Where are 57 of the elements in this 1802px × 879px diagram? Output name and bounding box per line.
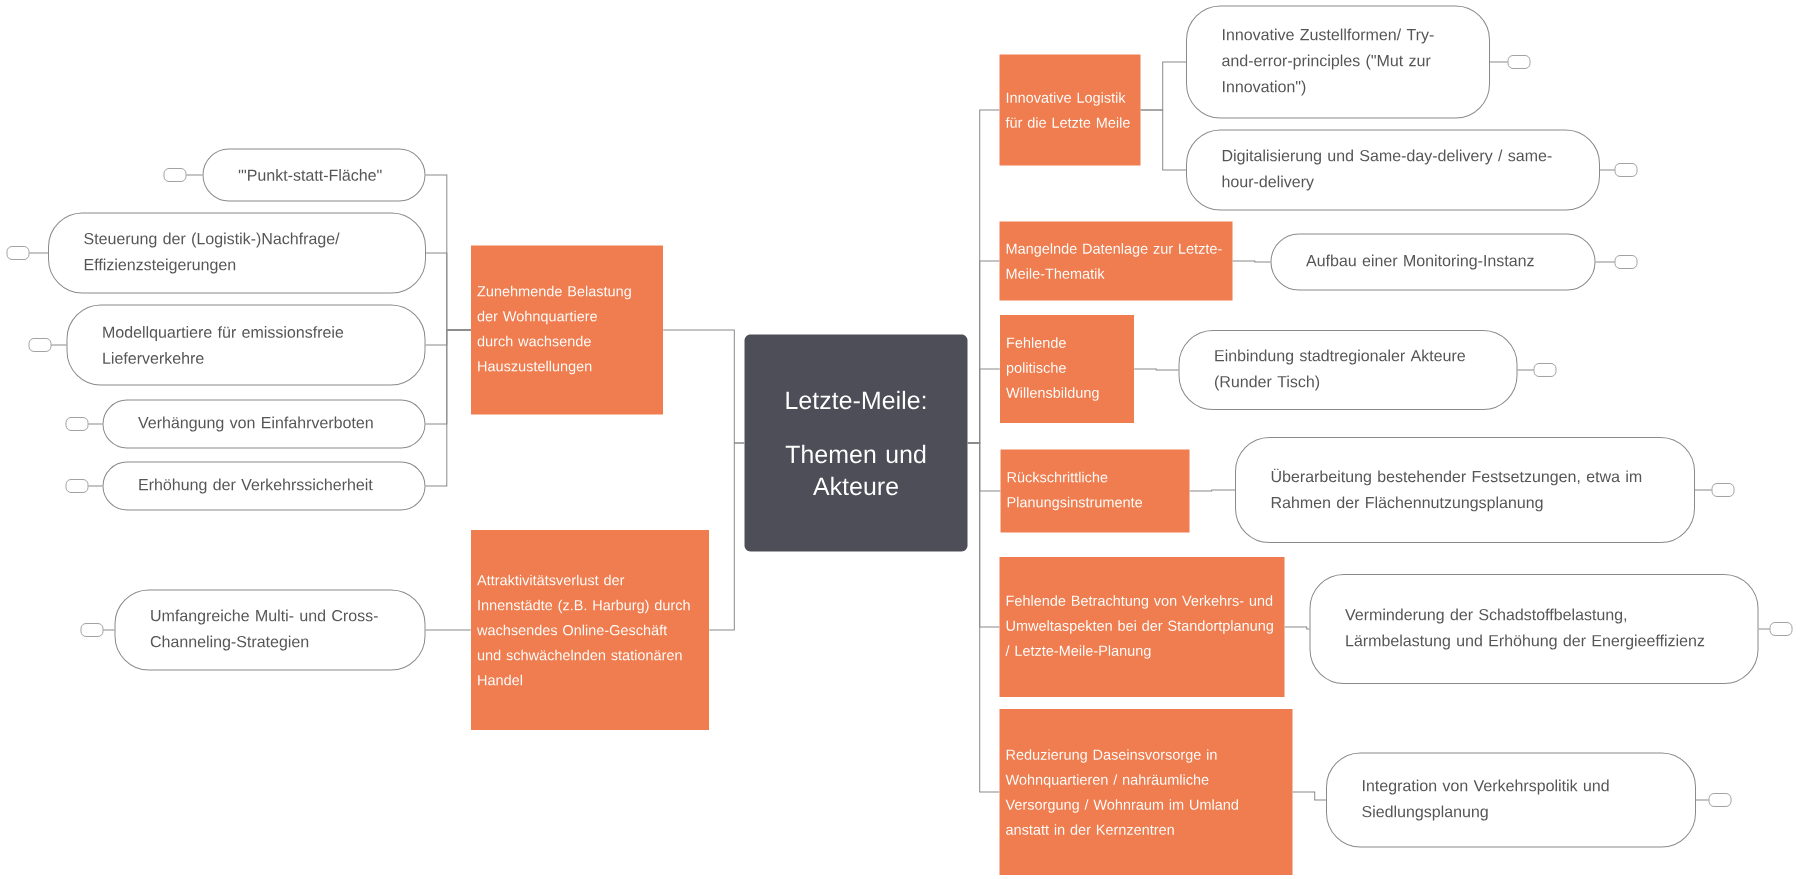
topic-box: Fehlende Betrachtung von Verkehrs- und Umweltaspekten bei der Standortplanung / Letzte-Meile-Planung [999, 557, 1285, 697]
count-badge [1708, 793, 1732, 807]
connector [1595, 261, 1616, 263]
connector [1489, 61, 1509, 63]
topic-box: Reduzierung Daseinsvorsorge in Wohnquartieren / nahräumliche Versorgung / Wohnraum im Umland anstatt in der Kernzentren [999, 709, 1293, 875]
subtopic-box: Erhöhung der Verkehrssicherheit [102, 461, 426, 511]
connector [1758, 628, 1771, 630]
count-badge [28, 338, 52, 352]
count-badge [1507, 55, 1531, 69]
connector [1133, 368, 1179, 371]
topic-box: Mangelnde Datenlage zur Letzte-Meile-Thematik [999, 221, 1233, 301]
topic-box: Zunehmende Belastung der Wohnquartiere durch wachsende Hauszustellungen [471, 245, 663, 415]
connector [425, 329, 472, 487]
subtopic-box: Innovative Zustellformen/ Try-and-error-principles ("Mut zur Innovation") [1186, 5, 1490, 119]
connector [1284, 626, 1310, 630]
count-badge [1711, 483, 1735, 497]
subtopic-box: Überarbeitung bestehender Festsetzungen, etwa im Rahmen der Flächennutzungsplanung [1235, 437, 1695, 543]
connector [1292, 791, 1327, 801]
subtopic-box: Verminderung der Schadstoffbelastung, Lärmbelastung und Erhöhung der Energieeffizienz [1309, 574, 1759, 684]
subtopic-box: Verhängung von Einfahrverboten [102, 399, 426, 449]
connector [1695, 799, 1710, 801]
count-badge [1533, 363, 1557, 377]
count-badge [80, 623, 104, 637]
subtopic-box: Modellquartiere für emissionsfreie Lieferverkehre [66, 304, 426, 386]
connector [1694, 489, 1713, 491]
count-badge [1614, 163, 1638, 177]
connector [102, 629, 115, 631]
topic-box: Rückschrittliche Planungsinstrumente [1000, 449, 1190, 533]
topic-box: Fehlende politische Willensbildung [1000, 315, 1134, 423]
topic-box: Attraktivitätsverlust der Innenstädte (z.B. Harburg) durch wachsendes Online-Geschäft und schwächelnden stationären Handel [471, 530, 709, 730]
count-badge [1769, 622, 1793, 636]
subtopic-box: Aufbau einer Monitoring-Instanz [1270, 233, 1596, 291]
count-badge [65, 417, 89, 431]
subtopic-box: Steuerung der (Logistik-)Nachfrage/ Effizienzsteigerungen [48, 212, 426, 294]
connector [87, 485, 103, 487]
connector [708, 442, 745, 631]
subtopic-box: Umfangreiche Multi- und Cross-Channeling-Strategien [114, 589, 426, 671]
connector [1140, 109, 1187, 171]
count-badge [163, 168, 187, 182]
connector [1189, 489, 1236, 492]
connector [1599, 169, 1616, 171]
connector [28, 252, 49, 254]
topic-box: Innovative Logistik für die Letzte Meile [999, 54, 1141, 166]
subtopic-box: Einbindung stadtregionaler Akteure (Runder Tisch) [1178, 330, 1518, 410]
count-badge [6, 246, 30, 260]
count-badge [65, 479, 89, 493]
subtopic-box: '"Punkt-statt-Fläche" [202, 148, 426, 202]
subtopic-box: Digitalisierung und Same-day-delivery / same-hour-delivery [1186, 129, 1600, 211]
count-badge [1614, 255, 1638, 269]
connector [1232, 260, 1271, 263]
connector [425, 629, 472, 631]
connector [1517, 369, 1535, 371]
connector [50, 344, 67, 346]
central-topic-box: Letzte-Meile: Themen und Akteure [744, 334, 968, 552]
subtopic-box: Integration von Verkehrspolitik und Siedlungsplanung [1326, 752, 1696, 848]
connector [87, 423, 103, 425]
connector [185, 174, 203, 176]
